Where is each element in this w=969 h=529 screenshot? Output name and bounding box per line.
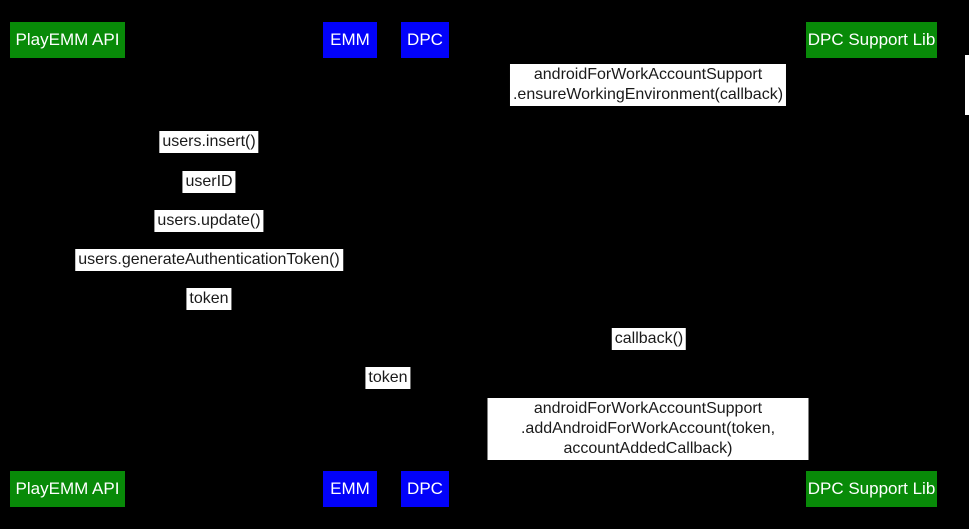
participant-dpc-support-lib-bottom: DPC Support Lib bbox=[806, 471, 937, 507]
participant-playemm-api-top: PlayEMM API bbox=[10, 22, 125, 58]
scrollbar-fragment[interactable] bbox=[965, 55, 969, 115]
message-users-update: users.update() bbox=[154, 210, 264, 232]
message-users-generate-authentication-token: users.generateAuthenticationToken() bbox=[75, 249, 343, 271]
participant-emm-bottom: EMM bbox=[323, 471, 377, 507]
participant-playemm-api-bottom: PlayEMM API bbox=[10, 471, 125, 507]
message-ensure-working-environment: androidForWorkAccountSupport .ensureWork… bbox=[509, 64, 787, 106]
message-token-return-to-playemm: token bbox=[186, 288, 232, 310]
message-user-id: userID bbox=[182, 171, 236, 193]
participant-dpc-top: DPC bbox=[401, 22, 449, 58]
message-users-insert: users.insert() bbox=[159, 131, 259, 153]
message-add-android-for-work-account: androidForWorkAccountSupport .addAndroid… bbox=[487, 398, 809, 460]
participant-dpc-bottom: DPC bbox=[401, 471, 449, 507]
message-token-emm-to-dpc: token bbox=[365, 367, 411, 389]
participant-emm-top: EMM bbox=[323, 22, 377, 58]
message-callback: callback() bbox=[611, 328, 687, 350]
participant-dpc-support-lib-top: DPC Support Lib bbox=[806, 22, 937, 58]
